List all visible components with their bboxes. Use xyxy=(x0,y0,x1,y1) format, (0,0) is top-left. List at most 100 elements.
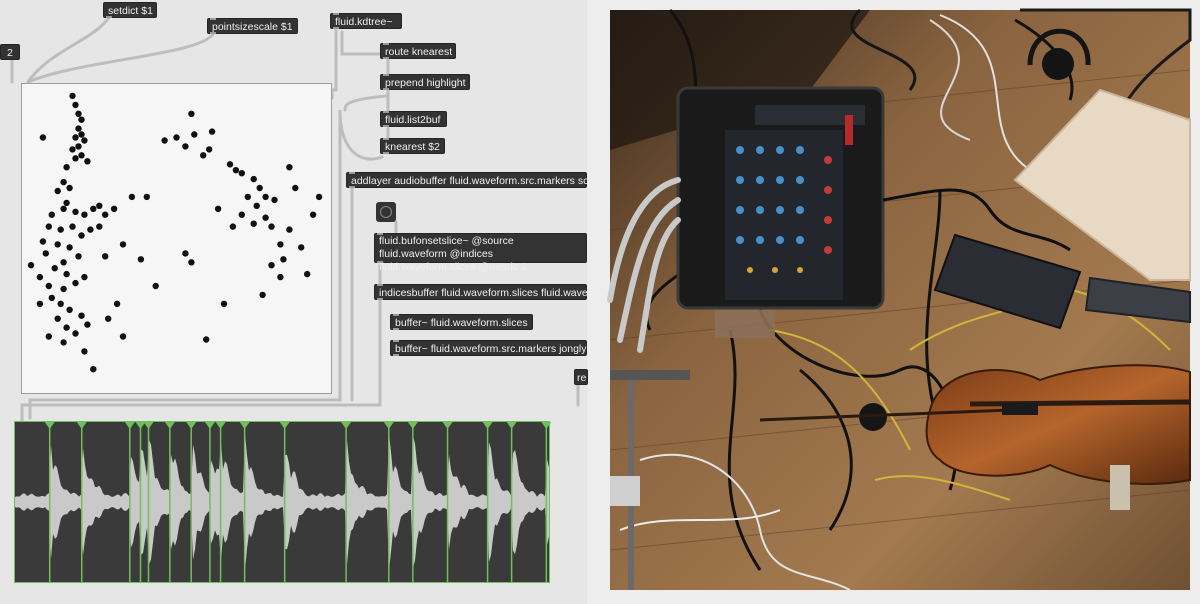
scatter-point[interactable] xyxy=(84,158,91,165)
scatter-point[interactable] xyxy=(72,330,79,337)
scatter-point[interactable] xyxy=(250,175,257,183)
scatter-point[interactable] xyxy=(78,312,85,319)
scatter-point[interactable] xyxy=(253,202,260,209)
scatter-point[interactable] xyxy=(36,300,44,307)
scatter-point[interactable] xyxy=(90,366,97,373)
object-pointsizescale[interactable]: pointsizescale $1 xyxy=(207,18,298,34)
scatter-point[interactable] xyxy=(232,167,240,174)
scatter-point[interactable] xyxy=(81,273,88,281)
fluid-plotter-scatter[interactable] xyxy=(21,83,332,394)
scatter-point[interactable] xyxy=(72,134,79,141)
scatter-point[interactable] xyxy=(105,315,112,322)
scatter-point[interactable] xyxy=(72,279,79,287)
object-prepend-highlight[interactable]: prepend highlight xyxy=(380,74,470,90)
scatter-point[interactable] xyxy=(78,232,85,239)
scatter-point[interactable] xyxy=(90,205,97,212)
scatter-point[interactable] xyxy=(36,273,44,281)
scatter-point[interactable] xyxy=(81,211,88,218)
scatter-point[interactable] xyxy=(78,152,85,159)
scatter-point[interactable] xyxy=(203,336,210,343)
slice-marker-handle[interactable] xyxy=(143,422,154,429)
slice-marker-handle[interactable] xyxy=(76,422,87,429)
scatter-point[interactable] xyxy=(226,161,234,168)
scatter-point[interactable] xyxy=(262,214,269,221)
scatter-point[interactable] xyxy=(69,92,76,100)
scatter-point[interactable] xyxy=(63,270,70,278)
slice-marker-handle[interactable] xyxy=(383,422,394,429)
scatter-point[interactable] xyxy=(60,259,67,266)
slice-marker-handle[interactable] xyxy=(541,422,552,429)
object-route-knearest[interactable]: route knearest xyxy=(380,43,456,59)
slice-marker-handle[interactable] xyxy=(215,422,226,429)
scatter-point[interactable] xyxy=(137,256,145,263)
scatter-point[interactable] xyxy=(286,164,293,171)
scatter-point[interactable] xyxy=(143,193,150,201)
scatter-point[interactable] xyxy=(238,170,245,177)
scatter-point[interactable] xyxy=(54,241,61,248)
scatter-point[interactable] xyxy=(27,262,35,269)
scatter-point[interactable] xyxy=(102,211,109,218)
scatter-point[interactable] xyxy=(286,226,293,233)
scatter-point[interactable] xyxy=(78,116,85,123)
scatter-point[interactable] xyxy=(75,125,82,132)
scatter-point[interactable] xyxy=(188,259,195,266)
scatter-point[interactable] xyxy=(315,193,323,201)
object-left-edge[interactable]: 2 xyxy=(0,44,20,60)
scatter-point[interactable] xyxy=(45,333,52,340)
slice-marker-handle[interactable] xyxy=(442,422,453,429)
scatter-point[interactable] xyxy=(262,193,269,201)
scatter-point[interactable] xyxy=(110,205,118,212)
scatter-point[interactable] xyxy=(229,223,237,230)
object-knearest[interactable]: knearest $2 xyxy=(380,138,445,154)
scatter-point[interactable] xyxy=(259,291,266,299)
scatter-point[interactable] xyxy=(256,184,263,192)
scatter-point[interactable] xyxy=(57,226,64,233)
scatter-point[interactable] xyxy=(66,244,73,251)
scatter-point[interactable] xyxy=(66,306,73,313)
scatter-point[interactable] xyxy=(72,101,79,109)
scatter-point[interactable] xyxy=(39,238,47,245)
object-fluid-list2buf[interactable]: fluid.list2buf xyxy=(380,111,447,127)
scatter-point[interactable] xyxy=(271,196,278,204)
scatter-point[interactable] xyxy=(75,253,82,260)
scatter-point[interactable] xyxy=(69,146,76,153)
scatter-point[interactable] xyxy=(63,164,70,171)
scatter-point[interactable] xyxy=(208,128,216,135)
scatter-point[interactable] xyxy=(238,211,245,218)
scatter-point[interactable] xyxy=(69,223,76,230)
scatter-point[interactable] xyxy=(191,131,198,138)
object-addlayer-message[interactable]: addlayer audiobuffer fluid.waveform.src.… xyxy=(346,172,588,188)
scatter-point[interactable] xyxy=(182,250,189,257)
scatter-point[interactable] xyxy=(309,211,317,218)
scatter-point[interactable] xyxy=(113,300,121,307)
slice-marker-handle[interactable] xyxy=(239,422,250,429)
scatter-point[interactable] xyxy=(72,208,79,215)
scatter-point[interactable] xyxy=(63,199,70,207)
object-buffer-markers[interactable]: buffer~ fluid.waveform.src.markers jongl… xyxy=(390,340,587,356)
scatter-point[interactable] xyxy=(214,205,222,212)
scatter-point[interactable] xyxy=(298,244,305,251)
slice-marker-handle[interactable] xyxy=(44,422,55,429)
scatter-point[interactable] xyxy=(268,262,275,269)
scatter-point[interactable] xyxy=(81,137,88,144)
scatter-point[interactable] xyxy=(72,155,79,162)
object-fluid-bufonsetslice[interactable]: fluid.bufonsetslice~ @source fluid.wavef… xyxy=(374,233,587,273)
scatter-point[interactable] xyxy=(173,134,180,141)
scatter-point[interactable] xyxy=(60,339,67,346)
scatter-point[interactable] xyxy=(280,256,287,263)
fluid-waveform-display[interactable] xyxy=(14,421,552,583)
scatter-point[interactable] xyxy=(54,315,61,322)
object-buffer-slices[interactable]: buffer~ fluid.waveform.slices xyxy=(390,314,533,330)
scatter-point[interactable] xyxy=(39,134,47,141)
scatter-point[interactable] xyxy=(45,282,52,290)
scatter-point[interactable] xyxy=(60,285,67,293)
scatter-point[interactable] xyxy=(60,178,67,186)
scatter-point[interactable] xyxy=(75,110,82,117)
scatter-point[interactable] xyxy=(75,143,82,150)
scatter-point[interactable] xyxy=(102,253,109,260)
scatter-point[interactable] xyxy=(78,131,85,138)
scatter-point[interactable] xyxy=(119,241,127,248)
object-setdict[interactable]: setdict $1 xyxy=(103,2,157,18)
scatter-point[interactable] xyxy=(81,348,88,355)
slice-marker-handle[interactable] xyxy=(186,422,197,429)
